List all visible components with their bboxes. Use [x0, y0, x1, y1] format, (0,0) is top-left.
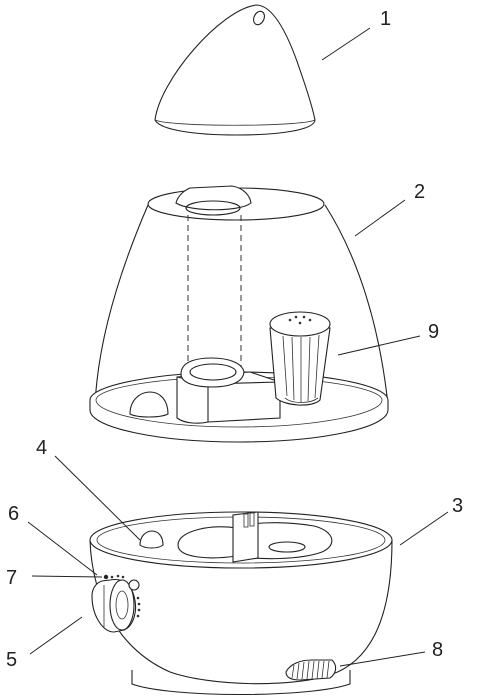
callout-3: 3: [452, 495, 463, 517]
callout-9: 9: [428, 321, 439, 343]
float-dome: [139, 530, 164, 549]
callout-1: 1: [380, 8, 391, 30]
water-tank: [89, 185, 389, 443]
leader-lines: [27, 27, 449, 667]
tank-cap-threaded: [269, 311, 331, 406]
power-indicator-light: [128, 579, 140, 591]
callout-2: 2: [414, 181, 425, 203]
air-vent-grille: [285, 659, 337, 681]
callout-labels: 1 2 3 4 5 6 7 8 9: [6, 8, 463, 671]
indicator-marks: [103, 574, 141, 618]
callout-8: 8: [432, 639, 443, 661]
base-unit: [89, 511, 393, 696]
callout-6: 6: [8, 503, 19, 525]
tank-dome: [129, 391, 169, 418]
callout-4: 4: [36, 437, 47, 459]
cap-hole: [253, 10, 265, 26]
callout-7: 7: [6, 567, 17, 589]
callout-5: 5: [6, 649, 17, 671]
valve-block: [176, 357, 281, 424]
top-cap: [154, 4, 316, 136]
inner-flaps: [232, 511, 259, 563]
control-knob: [91, 578, 137, 633]
